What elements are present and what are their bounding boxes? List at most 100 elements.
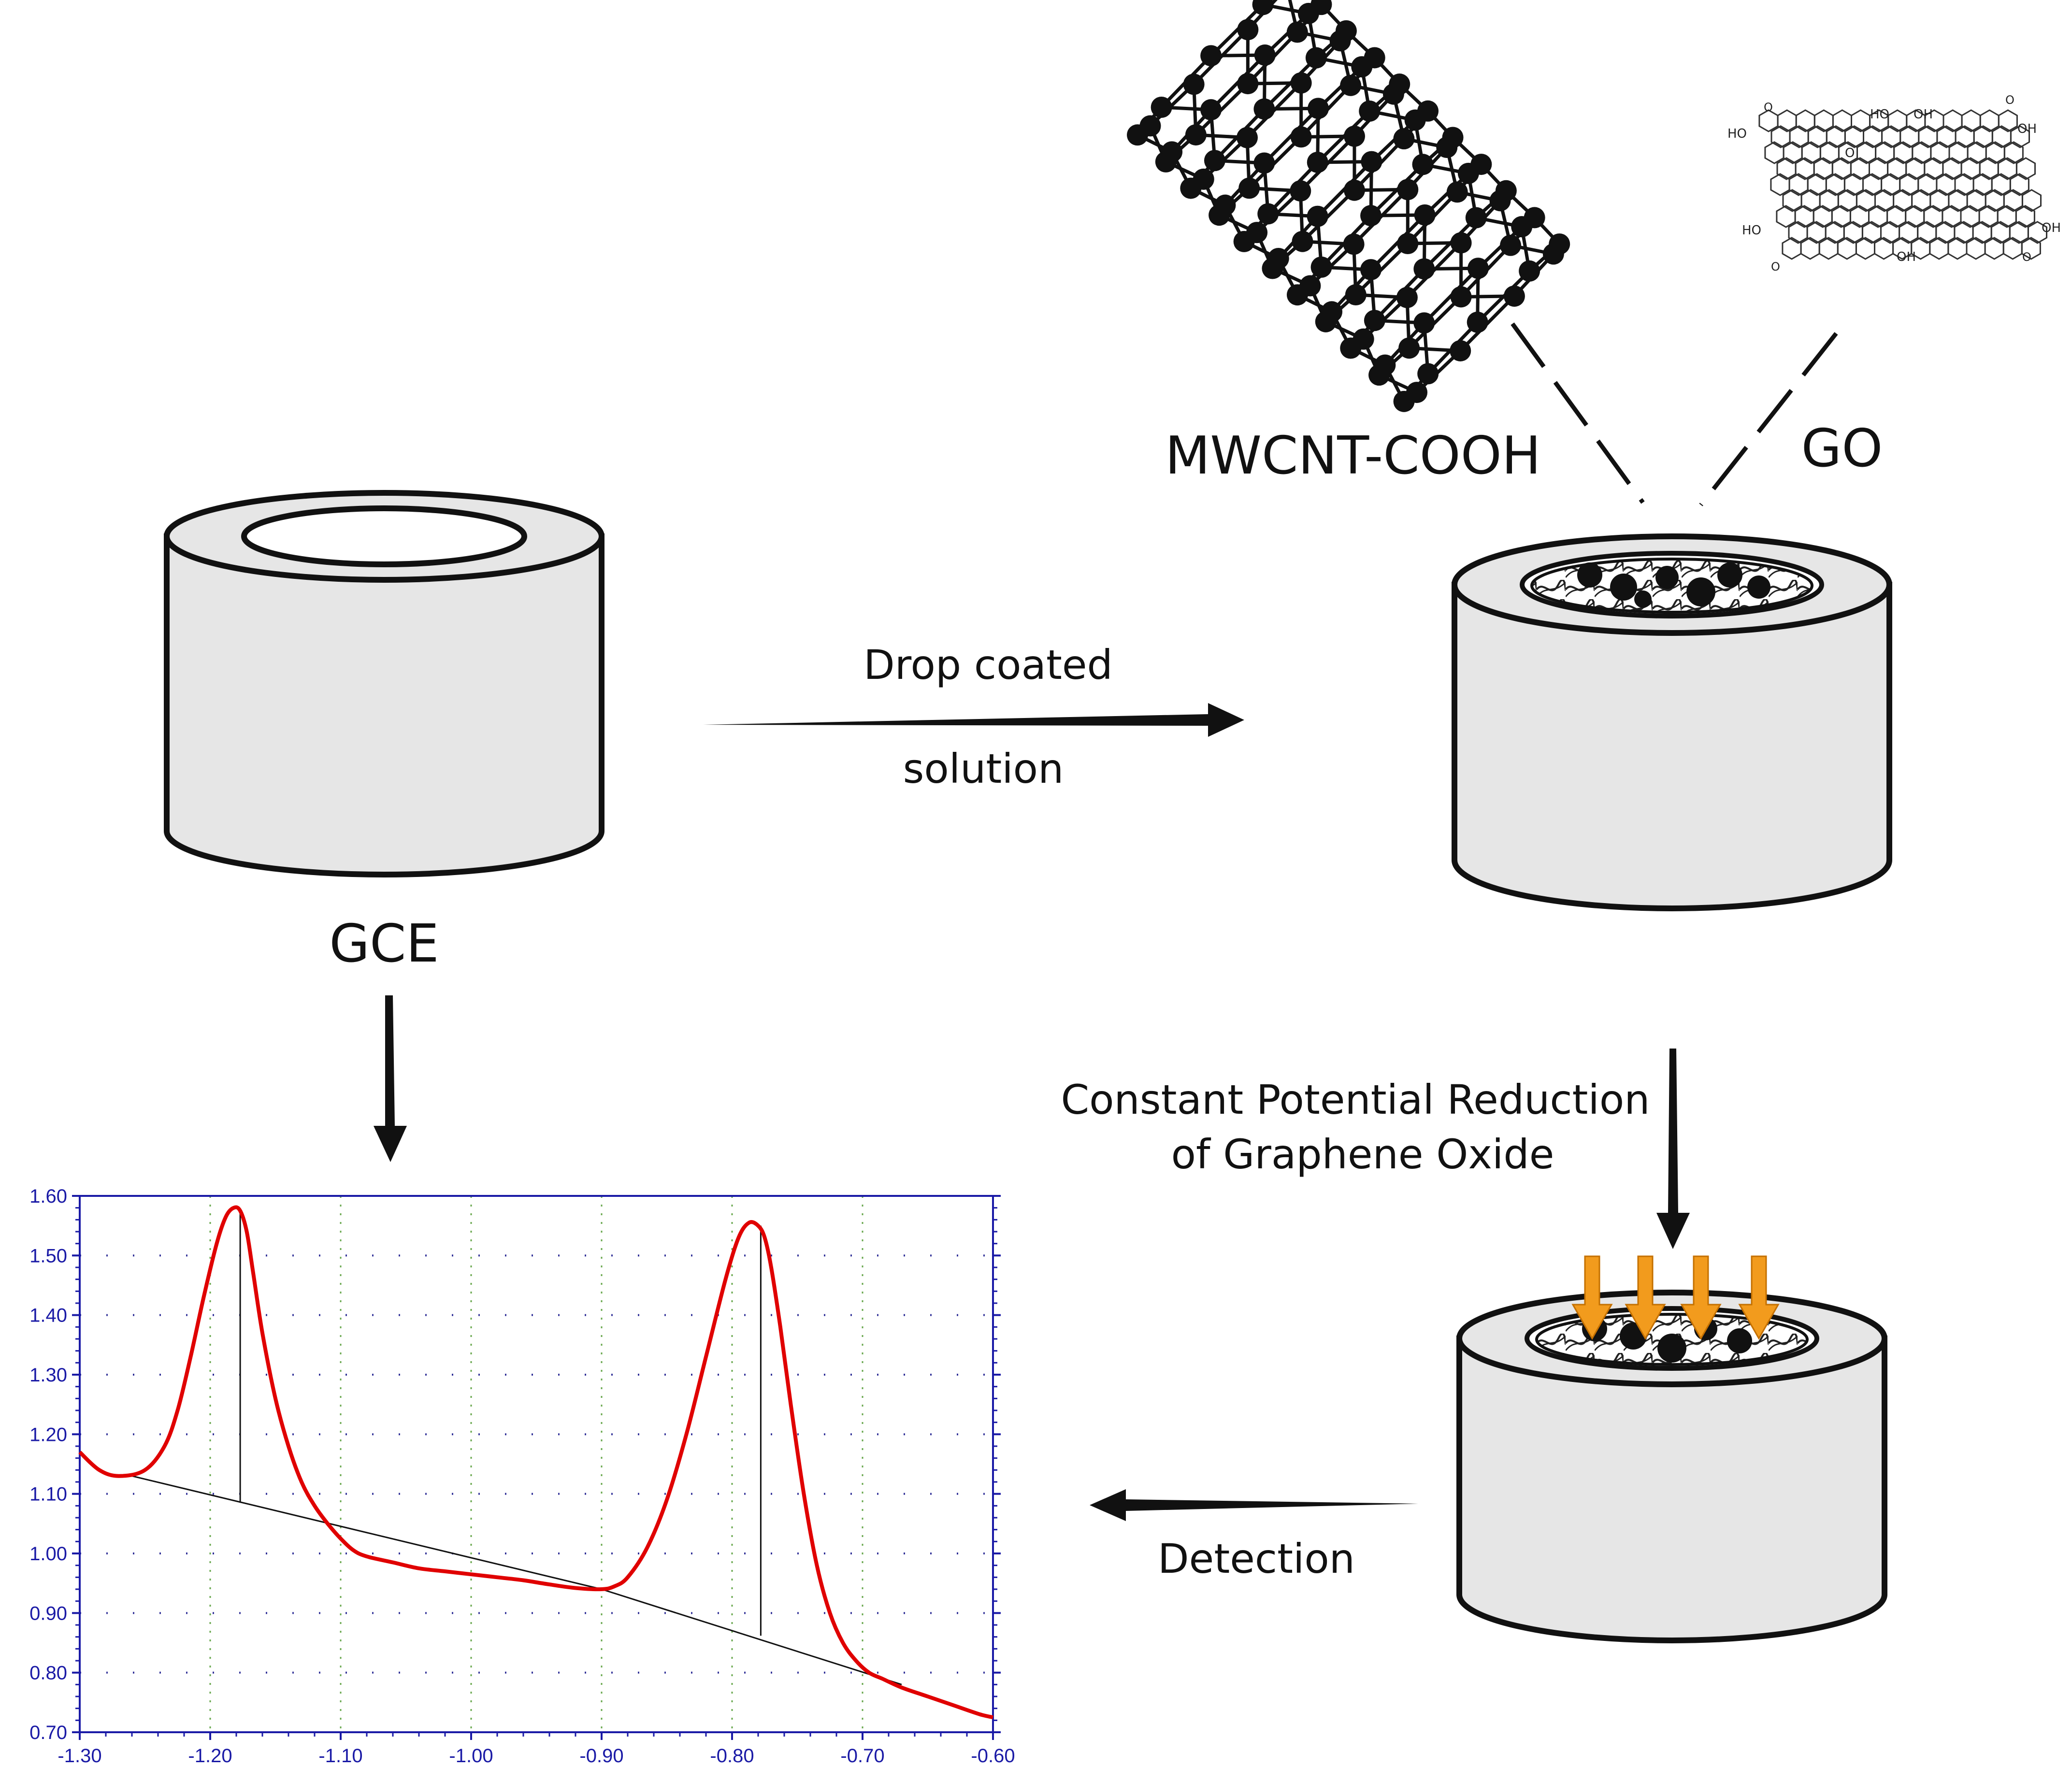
go-ring bbox=[1942, 157, 1962, 180]
x-tick-label: -0.80 bbox=[710, 1745, 754, 1767]
go-ring bbox=[1997, 157, 2017, 180]
go-ring bbox=[1985, 141, 2005, 164]
go-ring bbox=[2015, 157, 2036, 180]
go-ring bbox=[1967, 141, 1987, 164]
go-ring bbox=[1783, 141, 1803, 164]
go-ring bbox=[1770, 125, 1791, 148]
mwcnt-atom bbox=[1500, 234, 1522, 256]
go-ring bbox=[1843, 221, 1863, 244]
go-ring bbox=[1874, 237, 1894, 260]
mwcnt-atom bbox=[1292, 230, 1313, 252]
go-label-oh-top: OH bbox=[1914, 107, 1933, 122]
mwcnt-atom bbox=[1151, 96, 1172, 118]
go-label-o-epoxy: O bbox=[1845, 146, 1855, 160]
y-tick-label: 1.60 bbox=[29, 1186, 67, 1207]
mwcnt-atom bbox=[1361, 151, 1382, 172]
mwcnt-atom bbox=[1414, 204, 1436, 226]
mwcnt-atom bbox=[1360, 205, 1382, 227]
mwcnt-atom bbox=[1343, 233, 1365, 255]
y-tick-label: 1.40 bbox=[29, 1305, 67, 1326]
go-ring bbox=[1929, 189, 1950, 212]
go-ring bbox=[1954, 221, 1974, 244]
mwcnt-atom bbox=[1393, 128, 1415, 150]
go-ring bbox=[1997, 205, 2017, 228]
go-ring bbox=[1893, 141, 1914, 164]
y-tick-label: 0.80 bbox=[29, 1663, 67, 1684]
go-ring bbox=[1782, 237, 1802, 260]
chart-grid bbox=[80, 1196, 993, 1732]
go-ring bbox=[1831, 205, 1851, 228]
go-ring bbox=[1849, 205, 1870, 228]
go-ring bbox=[1800, 189, 1821, 212]
go-ring bbox=[1917, 221, 1937, 244]
go-ring bbox=[1777, 109, 1797, 132]
mwcnt-atom bbox=[1450, 232, 1472, 254]
go-label-oh-bottom-mid: OH bbox=[1897, 250, 1916, 264]
go-ring bbox=[1806, 221, 1827, 244]
arrow-drop-coated bbox=[703, 703, 1244, 737]
mwcnt-atom bbox=[1413, 258, 1435, 280]
x-tick-label: -1.30 bbox=[58, 1745, 101, 1767]
mwcnt-atom bbox=[1503, 285, 1525, 307]
go-ring bbox=[2027, 221, 2047, 244]
mwcnt-atom bbox=[1315, 311, 1337, 332]
go-ring bbox=[1869, 157, 1889, 180]
go-ring bbox=[1880, 221, 1900, 244]
go-ring bbox=[1813, 157, 1833, 180]
voltammogram-curve bbox=[78, 1205, 993, 1720]
x-tick-label: -1.10 bbox=[318, 1745, 362, 1767]
mwcnt-atom bbox=[1305, 47, 1327, 69]
mwcnt-atom bbox=[1368, 364, 1390, 386]
mwcnt-atom bbox=[1238, 177, 1260, 199]
mwcnt-atom bbox=[1200, 45, 1222, 67]
go-ring bbox=[1961, 109, 1981, 132]
mwcnt-bond bbox=[1194, 82, 1249, 136]
y-tick-label: 1.50 bbox=[29, 1245, 67, 1266]
go-ring bbox=[1831, 157, 1852, 180]
arrow-gce-to-chart bbox=[374, 995, 407, 1162]
mwcnt-label: MWCNT-COOH bbox=[1165, 426, 1541, 486]
go-ring bbox=[1985, 189, 2005, 212]
nanocomposite-particles bbox=[1577, 562, 1770, 608]
mwcnt-atom bbox=[1542, 243, 1564, 265]
go-ring bbox=[1843, 173, 1864, 196]
go-ring bbox=[1795, 157, 1815, 180]
go-ring bbox=[1825, 221, 1845, 244]
go-ring bbox=[1929, 237, 1949, 260]
go-label: GO bbox=[1801, 418, 1883, 479]
go-ring bbox=[2009, 173, 2029, 196]
go-ring bbox=[1972, 221, 1992, 244]
go-label-o-right-top: O bbox=[2005, 93, 2014, 107]
mwcnt-atom bbox=[1307, 205, 1328, 227]
mwcnt-atom bbox=[1524, 207, 1545, 229]
go-ring bbox=[1850, 157, 1870, 180]
go-ring bbox=[1782, 189, 1802, 212]
go-ring bbox=[1979, 157, 1999, 180]
baseline-segment bbox=[131, 1475, 602, 1590]
drop-coated-label: Drop coated bbox=[863, 641, 1113, 689]
mwcnt-atom bbox=[1193, 168, 1214, 190]
go-ring bbox=[2021, 237, 2041, 260]
mwcnt-atom bbox=[1465, 207, 1487, 229]
baseline-segment bbox=[601, 1588, 902, 1685]
go-label-ho-top: HO bbox=[1870, 107, 1889, 122]
y-tick-label: 1.20 bbox=[29, 1424, 67, 1445]
go-ring bbox=[1851, 109, 1871, 132]
go-ring bbox=[1954, 173, 1974, 196]
gce-electrode bbox=[164, 490, 604, 877]
mwcnt-atom bbox=[1310, 0, 1332, 15]
go-ring bbox=[1924, 157, 1944, 180]
go-ring bbox=[2003, 189, 2023, 212]
mwcnt-atom bbox=[1185, 124, 1207, 146]
go-ring bbox=[1863, 125, 1883, 148]
go-ring bbox=[1801, 141, 1821, 164]
mwcnt-atom bbox=[1253, 152, 1275, 174]
mwcnt-atom bbox=[1290, 126, 1312, 148]
go-ring bbox=[1832, 109, 1852, 132]
mwcnt-atom bbox=[1406, 382, 1428, 403]
go-ring bbox=[1930, 141, 1950, 164]
mwcnt-atom bbox=[1360, 259, 1382, 281]
go-label-ho-left: HO bbox=[1727, 127, 1747, 141]
x-tick-label: -0.70 bbox=[840, 1745, 884, 1767]
go-ring bbox=[1978, 205, 1999, 228]
